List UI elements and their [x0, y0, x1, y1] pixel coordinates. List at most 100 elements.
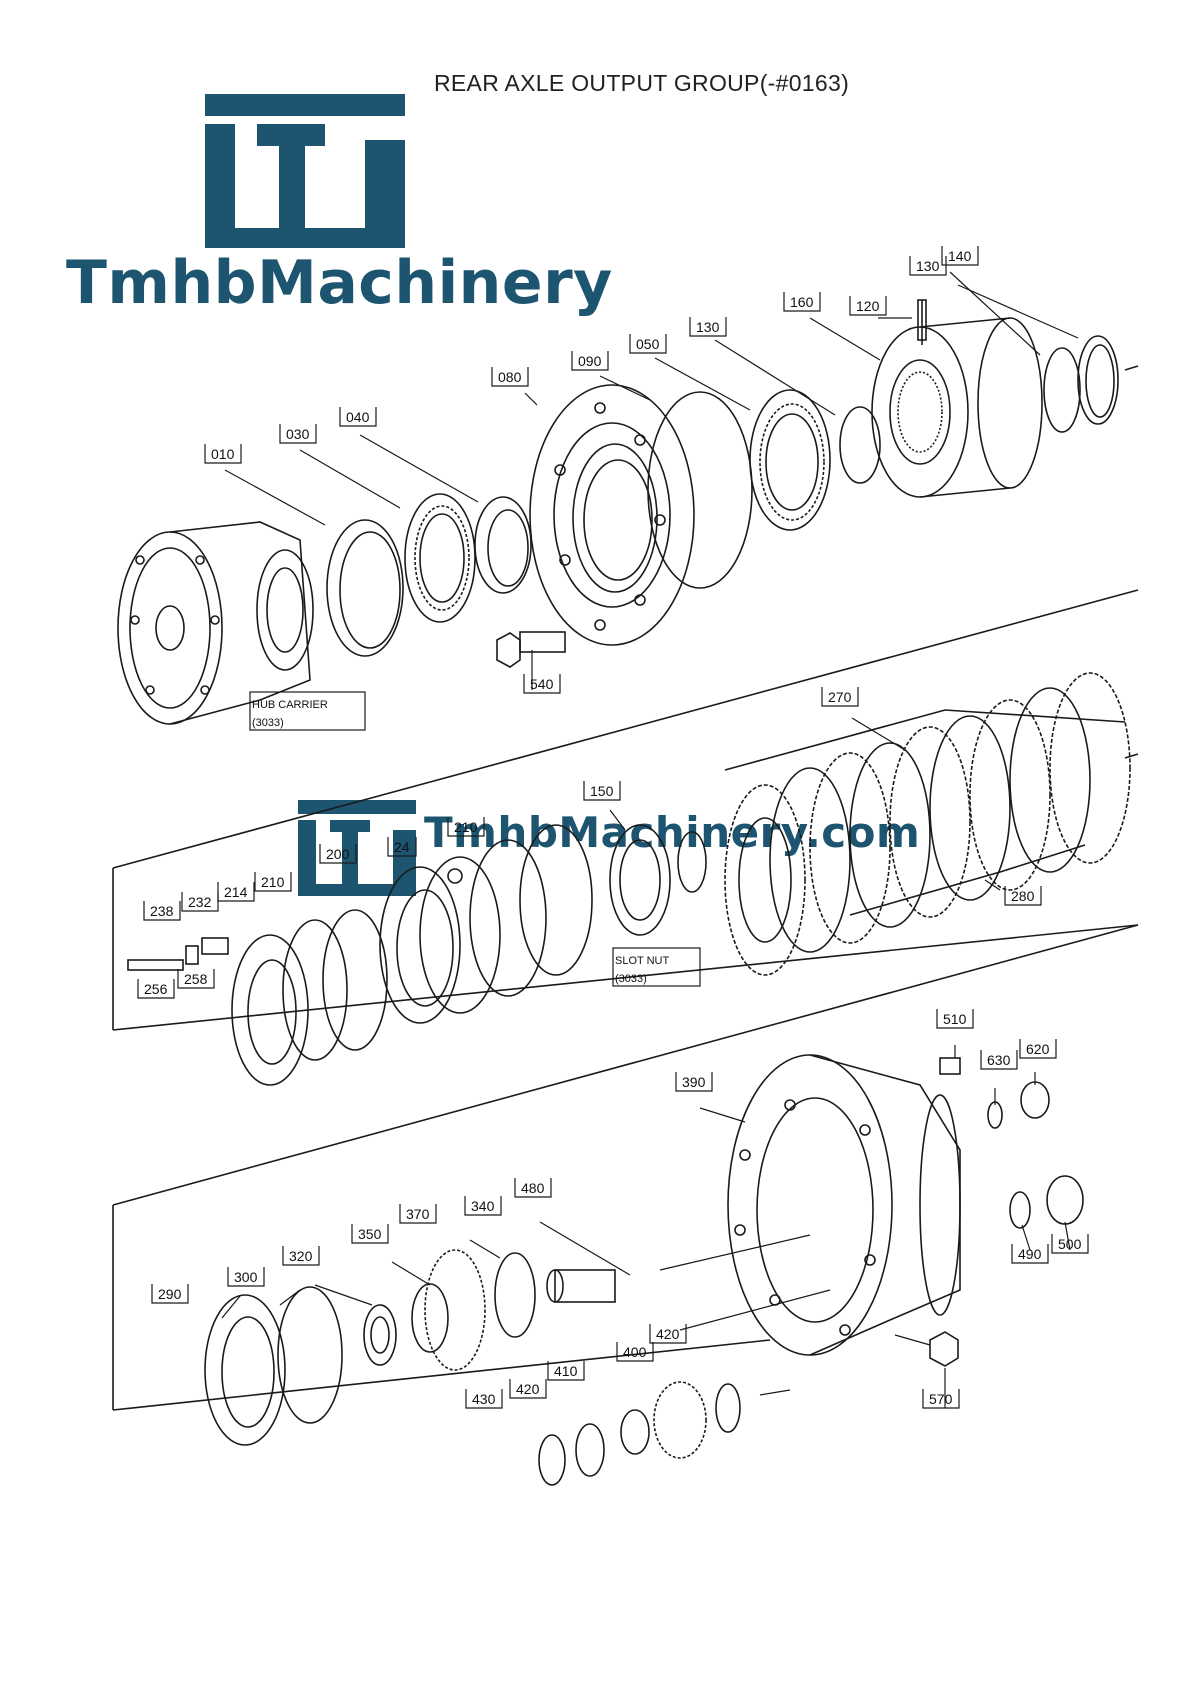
part-480-shaft: [546, 1269, 616, 1303]
part-140-ring-a: [1043, 347, 1081, 433]
callout-200: 200: [319, 844, 357, 864]
callout-040: 040: [339, 407, 377, 427]
callout-238: 238: [143, 901, 181, 921]
callout-text: 430: [472, 1391, 496, 1407]
callout-text: 200: [326, 846, 350, 862]
callout-160: 160: [783, 292, 821, 312]
part-160-carrier: [871, 299, 1043, 498]
callout-150: 150: [583, 781, 621, 801]
callout-214: 214: [217, 882, 255, 902]
hub-carrier-ref: (3033): [252, 717, 284, 729]
callout-text: 340: [471, 1198, 495, 1214]
callout-text: 150: [590, 783, 614, 799]
callout-340: 340: [464, 1196, 502, 1216]
callout-320: 320: [282, 1246, 320, 1266]
part-490-seal: [1009, 1191, 1031, 1229]
callout-390: 390: [675, 1072, 713, 1092]
callout-140: 140: [941, 246, 979, 266]
part-232-spring: [201, 937, 229, 955]
callout-400: 400: [616, 1342, 654, 1362]
callout-24: 24: [387, 837, 417, 857]
callout-text: 160: [790, 294, 814, 310]
callout-420: 420: [509, 1379, 547, 1399]
callout-text: 232: [188, 894, 212, 910]
slot-nut-label: SLOT NUT: [615, 955, 669, 967]
callout-text: 030: [286, 426, 310, 442]
part-620-plug: [1020, 1081, 1050, 1119]
part-540-bolt: [496, 631, 566, 668]
callout-210: 210: [254, 872, 292, 892]
hub-carrier-label: HUB CARRIER: [252, 699, 328, 711]
callout-620: 620: [1019, 1039, 1057, 1059]
part-210-ring-b: [519, 824, 593, 976]
slot-nut-note: SLOT NUT (3033): [612, 947, 701, 987]
part-270-280-clutch-pack: [724, 672, 1131, 976]
callout-text: 258: [184, 971, 208, 987]
slot-nut-ref: (3033): [615, 973, 647, 985]
part-510-plug: [939, 1057, 961, 1075]
callout-500: 500: [1051, 1234, 1089, 1254]
callout-text: 130: [696, 319, 720, 335]
callout-480: 480: [514, 1178, 552, 1198]
callout-text: 500: [1058, 1236, 1082, 1252]
callout-text: 300: [234, 1269, 258, 1285]
part-400-gear: [620, 1381, 707, 1459]
part-130-bearing: [749, 389, 831, 531]
hub-carrier-note: HUB CARRIER (3033): [249, 691, 366, 731]
callout-text: 130: [916, 258, 940, 274]
part-050-oring: [647, 391, 753, 589]
callout-510: 510: [936, 1009, 974, 1029]
callout-630: 630: [980, 1050, 1018, 1070]
part-320-washer: [363, 1304, 397, 1366]
callout-080: 080: [491, 367, 529, 387]
callout-text: 490: [1018, 1246, 1042, 1262]
part-300-ring: [277, 1286, 343, 1424]
callout-text: 290: [158, 1286, 182, 1302]
callout-030: 030: [279, 424, 317, 444]
callout-570: 570: [922, 1389, 960, 1409]
part-214-plate: [231, 934, 309, 1086]
callout-text: 210: [261, 874, 285, 890]
callout-350: 350: [351, 1224, 389, 1244]
leader-lines: [221, 271, 1079, 1408]
part-210-ring-a: [469, 839, 547, 997]
callout-text: 480: [521, 1180, 545, 1196]
callout-290: 290: [151, 1284, 189, 1304]
callout-text: 120: [856, 298, 880, 314]
part-570-nut: [929, 1331, 959, 1367]
callout-text: 510: [943, 1011, 967, 1027]
callout-text: 214: [224, 884, 248, 900]
callout-420: 420: [649, 1324, 687, 1344]
callout-text: 270: [828, 689, 852, 705]
callout-490: 490: [1011, 1244, 1049, 1264]
part-090-housing: [529, 384, 695, 646]
part-040-bearing: [404, 493, 476, 623]
callout-text: 040: [346, 409, 370, 425]
callout-text: 090: [578, 353, 602, 369]
part-256-bolt: [127, 945, 199, 971]
callout-540: 540: [523, 674, 561, 694]
callout-258: 258: [177, 969, 215, 989]
callout-text: 140: [948, 248, 972, 264]
callout-210: 210: [447, 817, 485, 837]
part-630-seal: [987, 1101, 1003, 1129]
part-140-ring-b: [1077, 335, 1119, 425]
part-290-washer: [204, 1294, 286, 1446]
part-420-ring-b: [575, 1423, 605, 1477]
callout-text: 24: [394, 839, 410, 855]
callout-text: 350: [358, 1226, 382, 1242]
callout-270: 270: [821, 687, 859, 707]
callout-text: 410: [554, 1363, 578, 1379]
callout-430: 430: [465, 1389, 503, 1409]
callout-410: 410: [547, 1361, 585, 1381]
part-010-hub: [117, 521, 314, 725]
page-title: REAR AXLE OUTPUT GROUP(-#0163): [434, 70, 850, 96]
callout-text: 420: [656, 1326, 680, 1342]
brand-wordmark: TmhbMachinery: [66, 248, 613, 318]
part-200-piston: [379, 856, 501, 1024]
callout-130: 130: [909, 256, 947, 276]
part-210-ring-d: [322, 909, 388, 1051]
callout-text: 620: [1026, 1041, 1050, 1057]
part-390-housing: [727, 1054, 961, 1356]
